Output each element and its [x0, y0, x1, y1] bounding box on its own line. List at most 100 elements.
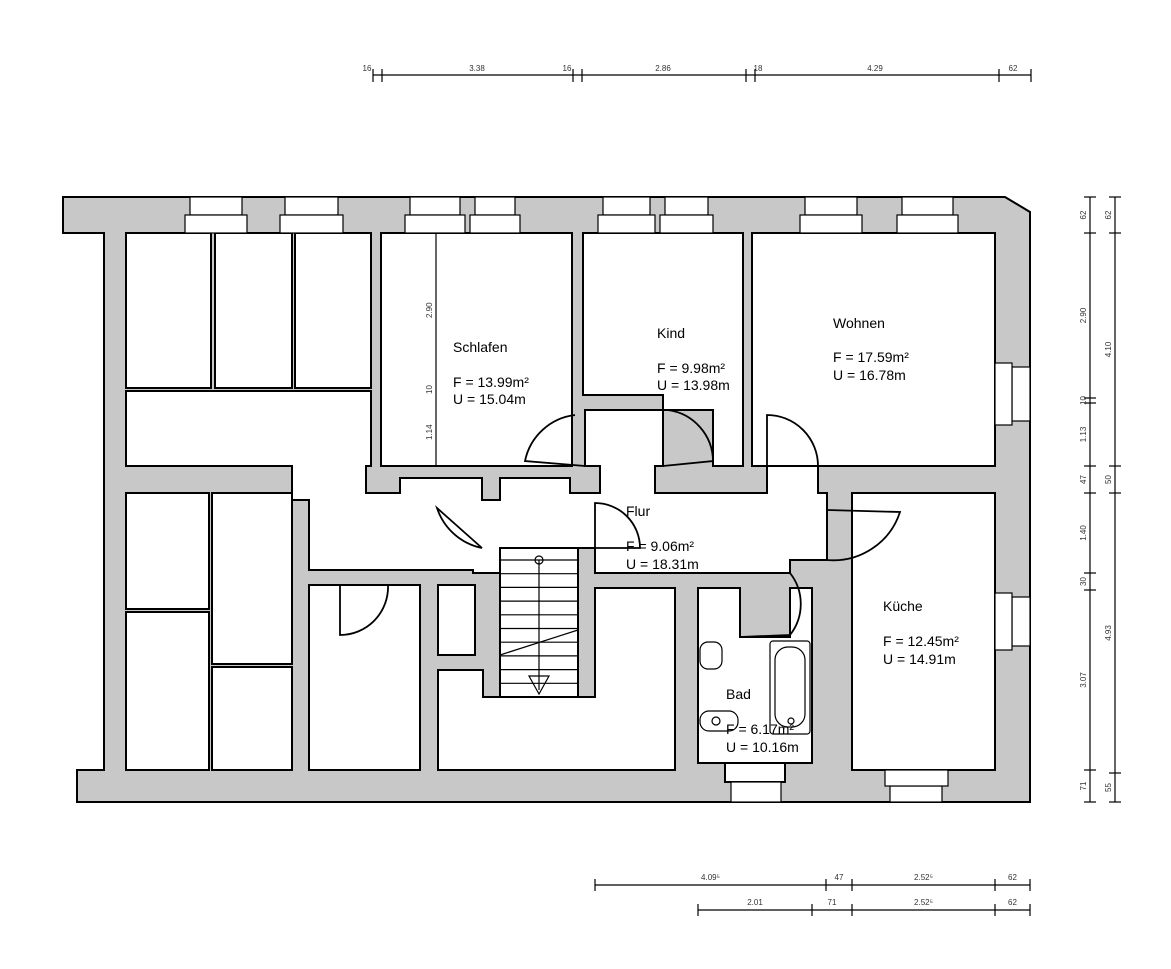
- dim-label: 10: [425, 385, 434, 394]
- dimension-label: 3.07: [1079, 672, 1088, 688]
- dimension-label: 47: [835, 873, 844, 882]
- window-sill: [884, 769, 949, 787]
- window: [189, 196, 243, 216]
- dimension-label: 62: [1009, 64, 1018, 73]
- dimension-label: 16: [563, 64, 572, 73]
- svg-text:Wohnen: Wohnen: [833, 315, 885, 331]
- window-sill: [994, 362, 1013, 426]
- svg-text:U = 13.98m: U = 13.98m: [657, 377, 730, 393]
- window-sill: [404, 214, 466, 234]
- window: [730, 781, 782, 803]
- staircase: [499, 547, 579, 698]
- door-storage: [339, 584, 389, 636]
- sink: [699, 641, 723, 670]
- svg-text:F = 6.17m²: F = 6.17m²: [726, 721, 794, 737]
- svg-text:F = 9.06m²: F = 9.06m²: [626, 538, 694, 554]
- room-wohnen: [751, 232, 996, 467]
- windows: [184, 196, 1031, 803]
- svg-text:F = 12.45m²: F = 12.45m²: [883, 633, 959, 649]
- dimension-label: 4.10: [1104, 341, 1113, 357]
- closet-4: [125, 492, 210, 610]
- window: [664, 196, 709, 216]
- bad-window-niche: [724, 762, 786, 783]
- dimension-label: 2.52⁵: [914, 873, 933, 882]
- dimension-label: 4.93: [1104, 625, 1113, 641]
- window-sill: [994, 592, 1013, 651]
- dimension-label: 3.38: [469, 64, 485, 73]
- window-sill: [184, 214, 248, 234]
- dimension-label: 2.01: [747, 898, 763, 907]
- svg-text:Flur: Flur: [626, 503, 650, 519]
- dimension-label: 18: [754, 64, 763, 73]
- closet-1: [125, 232, 212, 389]
- dimension-label: 62: [1008, 898, 1017, 907]
- dimension-label: 62: [1008, 873, 1017, 882]
- dimension-label: 55: [1104, 783, 1113, 792]
- closet-6: [211, 492, 293, 665]
- window: [1011, 366, 1031, 422]
- room-kind: [582, 232, 744, 467]
- window-sill: [469, 214, 521, 234]
- dimension-label: 30: [1079, 577, 1088, 586]
- svg-text:F = 9.98m²: F = 9.98m²: [657, 360, 725, 376]
- svg-text:U = 15.04m: U = 15.04m: [453, 391, 526, 407]
- window-sill: [279, 214, 344, 234]
- svg-text:Bad: Bad: [726, 686, 751, 702]
- dimension-label: 1.40: [1079, 525, 1088, 541]
- svg-text:F = 13.99m²: F = 13.99m²: [453, 374, 529, 390]
- door-schlafen: [523, 414, 586, 467]
- door-flur-left: [435, 505, 483, 549]
- label-kueche: Küche F = 12.45m² U = 14.91m: [883, 598, 959, 667]
- dimension-label: 2.86: [655, 64, 671, 73]
- window-sill: [799, 214, 863, 234]
- svg-text:F = 17.59m²: F = 17.59m²: [833, 349, 909, 365]
- door-kind: [662, 409, 714, 467]
- svg-text:U = 10.16m: U = 10.16m: [726, 739, 799, 755]
- window: [889, 785, 943, 803]
- dimension-label: 4.29: [867, 64, 883, 73]
- window-sill: [896, 214, 959, 234]
- bathtub: [769, 640, 811, 735]
- dimension-label: 62: [1079, 210, 1088, 219]
- dimension-label: 50: [1104, 475, 1113, 484]
- dim-label: 2.90: [425, 302, 434, 318]
- door-wohnen: [766, 414, 819, 467]
- room-schlafen: [380, 232, 573, 467]
- door-flur-right: [594, 502, 641, 549]
- svg-text:Küche: Küche: [883, 598, 923, 614]
- window: [409, 196, 461, 216]
- window: [474, 196, 516, 216]
- dimension-label: 10: [1079, 396, 1088, 405]
- window: [602, 196, 651, 216]
- room-kueche: [851, 492, 996, 771]
- door-bad: [739, 572, 802, 638]
- closet-5: [125, 611, 210, 771]
- window: [901, 196, 954, 216]
- dimension-label: 47: [1079, 475, 1088, 484]
- closet-2: [214, 232, 293, 389]
- label-schlafen: Schlafen F = 13.99m² U = 15.04m: [453, 339, 529, 407]
- dimension-label: 1.13: [1079, 426, 1088, 442]
- window: [804, 196, 858, 216]
- window-sill: [597, 214, 656, 234]
- room-flur: [125, 390, 828, 574]
- window: [1011, 596, 1031, 647]
- left-rooms: [125, 232, 676, 771]
- door-kueche: [826, 509, 902, 562]
- dimension-label: 71: [1079, 781, 1088, 790]
- label-wohnen: Wohnen F = 17.59m² U = 16.78m: [833, 315, 909, 383]
- schlafen-height-dimension: 2.90 10 1.14: [425, 233, 437, 466]
- label-flur: Flur F = 9.06m² U = 18.31m: [626, 503, 699, 572]
- label-bad: Bad F = 6.17m² U = 10.16m: [726, 686, 799, 755]
- storage-niche: [437, 584, 476, 656]
- svg-text:U = 18.31m: U = 18.31m: [626, 556, 699, 572]
- svg-text:U = 14.91m: U = 14.91m: [883, 651, 956, 667]
- svg-text:Schlafen: Schlafen: [453, 339, 507, 355]
- dim-label: 1.14: [425, 424, 434, 440]
- closet-3: [294, 232, 372, 389]
- label-kind: Kind F = 9.98m² U = 13.98m: [657, 325, 730, 393]
- dimension-label: 71: [828, 898, 837, 907]
- toilet: [699, 710, 739, 732]
